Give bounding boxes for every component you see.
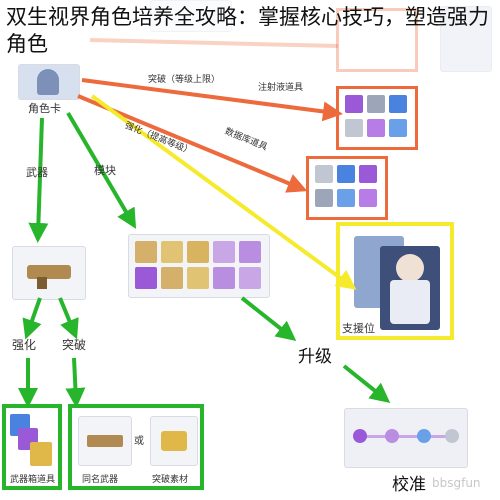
breakthrough-material-label: 突破素材	[152, 475, 189, 485]
enhance-weapon-label: 强化	[12, 338, 37, 352]
top-faded-screen	[150, 0, 232, 32]
injection-item-4	[345, 119, 363, 137]
arrow-breakthrough	[81, 78, 343, 122]
character-card-image	[18, 64, 80, 100]
calibration-label: 校准	[392, 475, 426, 495]
module-7	[161, 267, 183, 289]
injection-item-2	[367, 95, 385, 113]
weapon-branch-label: 武器	[26, 166, 48, 179]
module-1	[135, 241, 157, 263]
top-faded-orange-box	[336, 8, 418, 72]
module-2	[161, 241, 183, 263]
module-10	[239, 267, 261, 289]
injection-item-6	[389, 119, 407, 137]
page-title: 双生视界角色培养全攻略：掌握核心技巧，塑造强力角色	[6, 5, 489, 56]
arrow-support	[90, 94, 357, 290]
same-name-weapon-label: 同名武器	[82, 475, 119, 485]
injection-item-3	[389, 95, 407, 113]
character-card-label: 角色卡	[28, 102, 61, 115]
module-6	[135, 267, 157, 289]
upgrade-label: 升级	[298, 347, 332, 367]
injection-items-label: 注射液道具	[258, 83, 304, 93]
top-faded-character	[440, 6, 492, 72]
injection-item-5	[367, 119, 385, 137]
database-item-5	[337, 189, 355, 207]
calibration-screen	[344, 408, 468, 468]
database-item-1	[315, 165, 333, 183]
weapon-screen	[12, 246, 86, 300]
arrow-weapon-enhance	[22, 297, 42, 340]
arrow-module	[66, 111, 137, 229]
breakthrough-top-label: 突破（等级上限）	[148, 75, 221, 85]
breakthrough-material-image	[150, 416, 198, 466]
weapon-box-items-label: 武器箱道具	[10, 475, 56, 485]
database-item-3	[359, 165, 377, 183]
database-item-2	[337, 165, 355, 183]
support-card-front	[380, 246, 440, 330]
arrow-weapon-breakthrough	[58, 297, 79, 340]
database-item-6	[359, 189, 377, 207]
database-item-4	[315, 189, 333, 207]
module-9	[213, 267, 235, 289]
module-4	[213, 241, 235, 263]
module-grid-screen	[128, 234, 270, 298]
module-branch-label: 模块	[94, 164, 116, 177]
injection-item-1	[345, 95, 363, 113]
module-3	[187, 241, 209, 263]
watermark: bbsgfun	[432, 476, 481, 490]
or-label: 或	[134, 436, 144, 447]
arrow-top-orange	[89, 38, 339, 48]
arrow-breakthrough-items	[65, 357, 86, 408]
breakthrough-weapon-label: 突破	[62, 338, 87, 352]
module-8	[187, 267, 209, 289]
module-5	[239, 241, 261, 263]
weapon-box-items-frame	[2, 404, 62, 490]
arrow-weapon	[28, 117, 49, 243]
same-name-weapon-image	[78, 416, 132, 466]
database-items-box	[306, 156, 388, 220]
weapon-box-item-3	[30, 442, 52, 466]
arrow-module-upgrade	[240, 296, 297, 341]
breakthrough-materials-frame	[68, 404, 204, 490]
arrow-upgrade-calibrate	[342, 364, 391, 403]
support-slot-label: 支援位	[342, 322, 375, 335]
injection-items-box	[336, 86, 418, 150]
